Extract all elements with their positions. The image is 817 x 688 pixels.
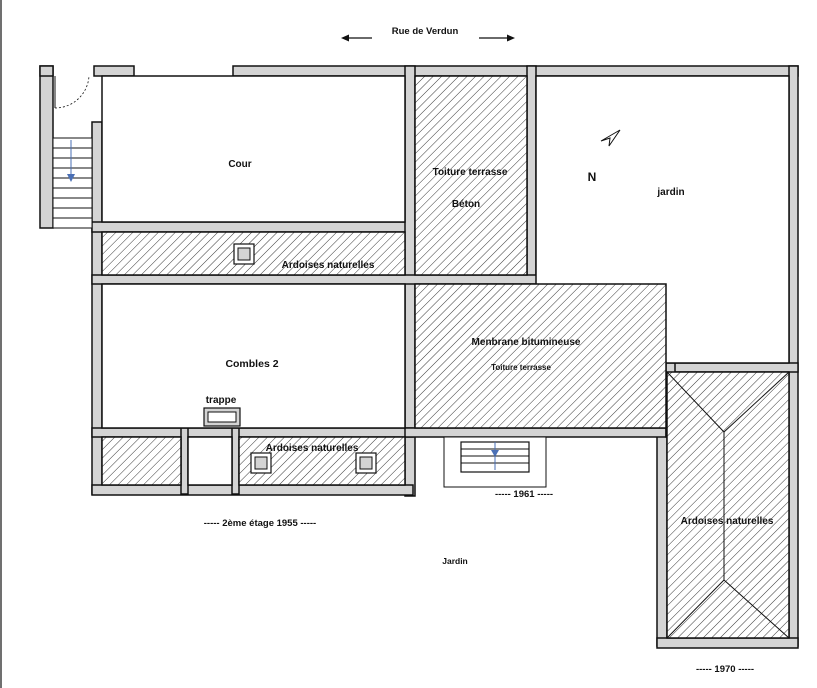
label-ardoises-right: Ardoises naturelles (681, 516, 774, 527)
label-ardoises-top: Ardoises naturelles (282, 260, 375, 271)
staircase-left (52, 75, 93, 229)
roof-1970 (666, 371, 790, 639)
arrow-right-icon (507, 34, 515, 42)
label-trappe: trappe (206, 395, 237, 406)
date-1955: ----- 2ème étage 1955 ----- (204, 518, 316, 529)
skylight-top (233, 243, 255, 265)
label-ardoises-bottom: Ardoises naturelles (266, 443, 359, 454)
arrow-left-icon (341, 34, 349, 42)
staircase-1961 (443, 436, 547, 488)
label-toiture-terrasse-2: Toiture terrasse (491, 363, 551, 372)
stair-arrow-icon (67, 174, 75, 182)
roof-membrane (414, 283, 667, 429)
date-1961: ----- 1961 ----- (495, 489, 553, 500)
label-combles: Combles 2 (225, 358, 278, 370)
room-cour (101, 75, 406, 223)
room-combles (101, 283, 406, 429)
stair-arrow-icon (491, 450, 499, 457)
label-membrane: Menbrane bitumineuse (472, 337, 581, 348)
label-cour: Cour (228, 159, 251, 170)
skylight-bottom-left (250, 452, 272, 474)
label-jardin-top: jardin (656, 187, 684, 198)
trappe (203, 407, 241, 427)
passage (187, 436, 233, 486)
door-swing (54, 75, 90, 109)
street-name: Rue de Verdun (392, 26, 459, 37)
north-label: N (588, 170, 597, 184)
roof-small-left (101, 436, 182, 486)
label-beton: Béton (452, 199, 480, 210)
label-toiture-terrasse: Toiture terrasse (433, 167, 508, 178)
north-arrow-icon (600, 129, 621, 147)
room-toiture-terrasse-beton (414, 75, 528, 276)
skylight-bottom-right (355, 452, 377, 474)
street-header: Rue de Verdun (341, 26, 515, 42)
label-jardin-bottom: Jardin (442, 556, 468, 566)
date-1970: ----- 1970 ----- (696, 664, 754, 675)
